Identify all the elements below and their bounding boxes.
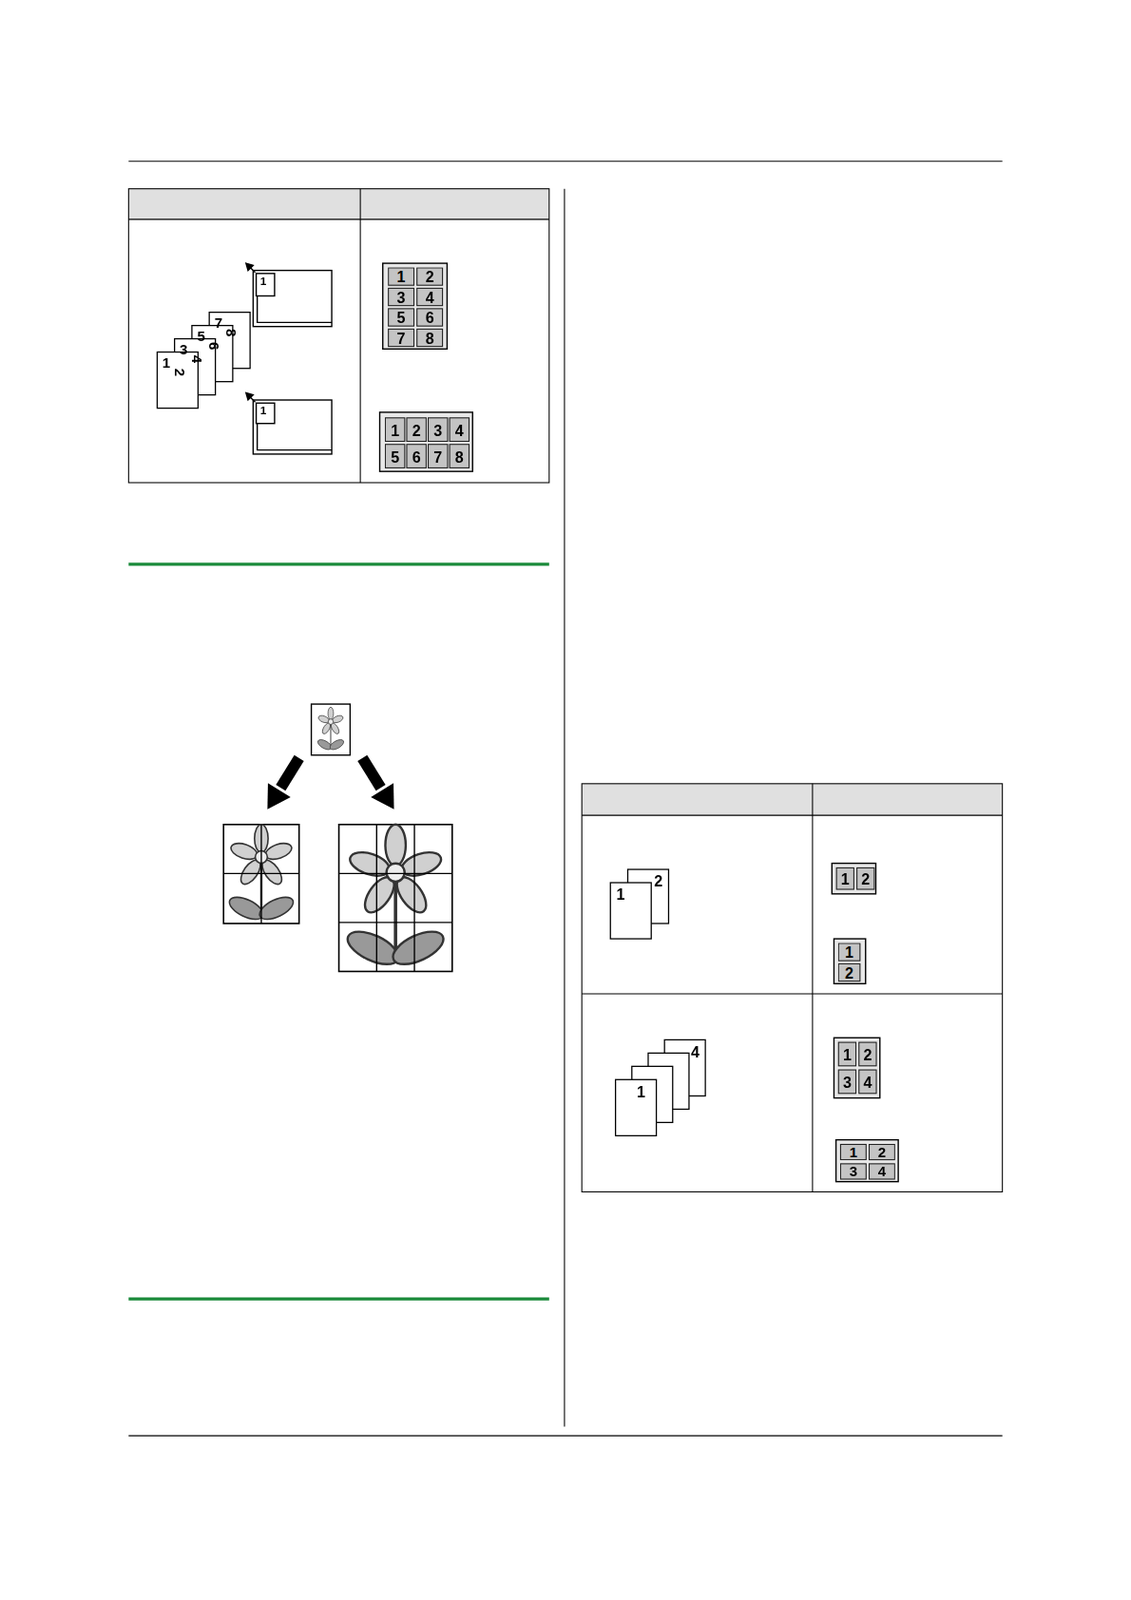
output-sheet xyxy=(380,263,900,1183)
figure-stroke xyxy=(360,189,362,483)
page-number: 2 xyxy=(651,872,666,889)
document-stack xyxy=(156,312,706,1137)
figure-stroke xyxy=(383,263,448,349)
figure-stroke xyxy=(376,824,378,973)
page-number: 1 xyxy=(257,403,270,418)
figure-stroke xyxy=(339,921,453,923)
figure-stroke xyxy=(128,1298,549,1302)
page-number-tile: 5 xyxy=(384,443,405,469)
page-number: 2 xyxy=(171,364,188,380)
figure-stroke xyxy=(581,784,1002,1193)
page-number-tile: 1 xyxy=(840,1144,867,1161)
page-number-tile: 7 xyxy=(427,443,448,469)
page-number: 1 xyxy=(159,354,174,371)
figure-stroke xyxy=(128,562,549,566)
page-number: 1 xyxy=(613,885,628,902)
page-number-tile: 7 xyxy=(387,328,415,347)
page-number: 6 xyxy=(206,339,223,354)
page-number-tile: 3 xyxy=(387,287,415,307)
figure-stroke xyxy=(831,863,876,895)
figure-stroke xyxy=(581,784,1002,816)
figure-stroke xyxy=(836,1140,900,1183)
page-number-tile: 3 xyxy=(427,417,448,442)
figure-stroke xyxy=(223,824,299,924)
table-frame xyxy=(128,189,1002,1193)
figure-stroke xyxy=(128,1436,1002,1438)
page-number-tile: 4 xyxy=(449,417,470,442)
page-number: 1 xyxy=(633,1083,649,1100)
figure-stroke xyxy=(343,824,449,972)
page-number-tile: 2 xyxy=(838,963,862,982)
page-number-tile: 4 xyxy=(416,287,443,307)
page-number-tile: 1 xyxy=(384,417,405,442)
figure-stroke xyxy=(581,994,1002,996)
figure-stroke xyxy=(339,824,453,973)
figure-stroke xyxy=(311,704,351,756)
figure-stroke xyxy=(246,392,254,401)
figure-stroke xyxy=(316,707,346,752)
figure-stroke xyxy=(128,218,549,220)
page-number: 8 xyxy=(223,325,240,341)
figure-stroke xyxy=(246,263,254,271)
page-number-tile: 2 xyxy=(868,1144,896,1161)
scanner-glass xyxy=(246,263,332,455)
figure-stroke xyxy=(615,1079,657,1136)
figure-stroke xyxy=(833,1037,880,1098)
page-number: 3 xyxy=(176,341,192,358)
page-number-tile: 1 xyxy=(838,942,862,961)
page-number: 1 xyxy=(257,274,270,288)
page-number-tile: 2 xyxy=(856,867,875,891)
figure-stroke xyxy=(252,270,332,327)
figure-stroke xyxy=(833,939,865,984)
figure-stroke xyxy=(811,784,813,1193)
figure-stroke xyxy=(362,758,381,788)
figure-stroke xyxy=(128,160,1002,162)
figure-stroke xyxy=(413,824,415,973)
page-number-tile: 6 xyxy=(416,307,443,326)
figure-stroke xyxy=(370,783,394,809)
figure-stroke xyxy=(223,873,299,875)
figure-stroke xyxy=(256,273,275,297)
figure-stroke xyxy=(256,402,275,423)
page-number-tile: 2 xyxy=(858,1042,877,1068)
figure-stroke xyxy=(128,189,549,483)
page-number-tile: 1 xyxy=(838,1042,857,1068)
figure-stroke xyxy=(128,189,549,220)
page-number-tile: 8 xyxy=(416,328,443,347)
figure-stroke xyxy=(581,815,1002,817)
figure-stroke xyxy=(226,824,297,925)
figure-stroke xyxy=(280,758,299,788)
page-number-tile: 8 xyxy=(449,443,470,469)
figure-stroke xyxy=(610,882,652,940)
page-number: 4 xyxy=(688,1043,703,1060)
figure-stroke xyxy=(252,400,332,455)
figure-stroke xyxy=(267,783,290,809)
page-number-tile: 4 xyxy=(858,1070,877,1095)
page-number-tile: 1 xyxy=(836,867,855,891)
page-number: 5 xyxy=(193,327,209,345)
page-number-tile: 3 xyxy=(840,1163,867,1180)
page-number-tile: 6 xyxy=(405,443,426,469)
page-number-tile: 2 xyxy=(405,417,426,442)
figure-stroke xyxy=(380,412,474,472)
page-number-tile: 1 xyxy=(387,267,415,286)
figure-stroke xyxy=(563,189,565,1428)
rules xyxy=(128,161,1002,1437)
poster-illustration xyxy=(223,704,453,972)
figure-stroke xyxy=(339,873,453,875)
page-number: 7 xyxy=(210,314,226,331)
page-number-tile: 2 xyxy=(416,267,443,286)
page-number: 4 xyxy=(189,352,206,367)
page-number-tile: 4 xyxy=(868,1163,896,1180)
page-number-tile: 5 xyxy=(387,307,415,326)
page-number-tile: 3 xyxy=(838,1070,857,1095)
